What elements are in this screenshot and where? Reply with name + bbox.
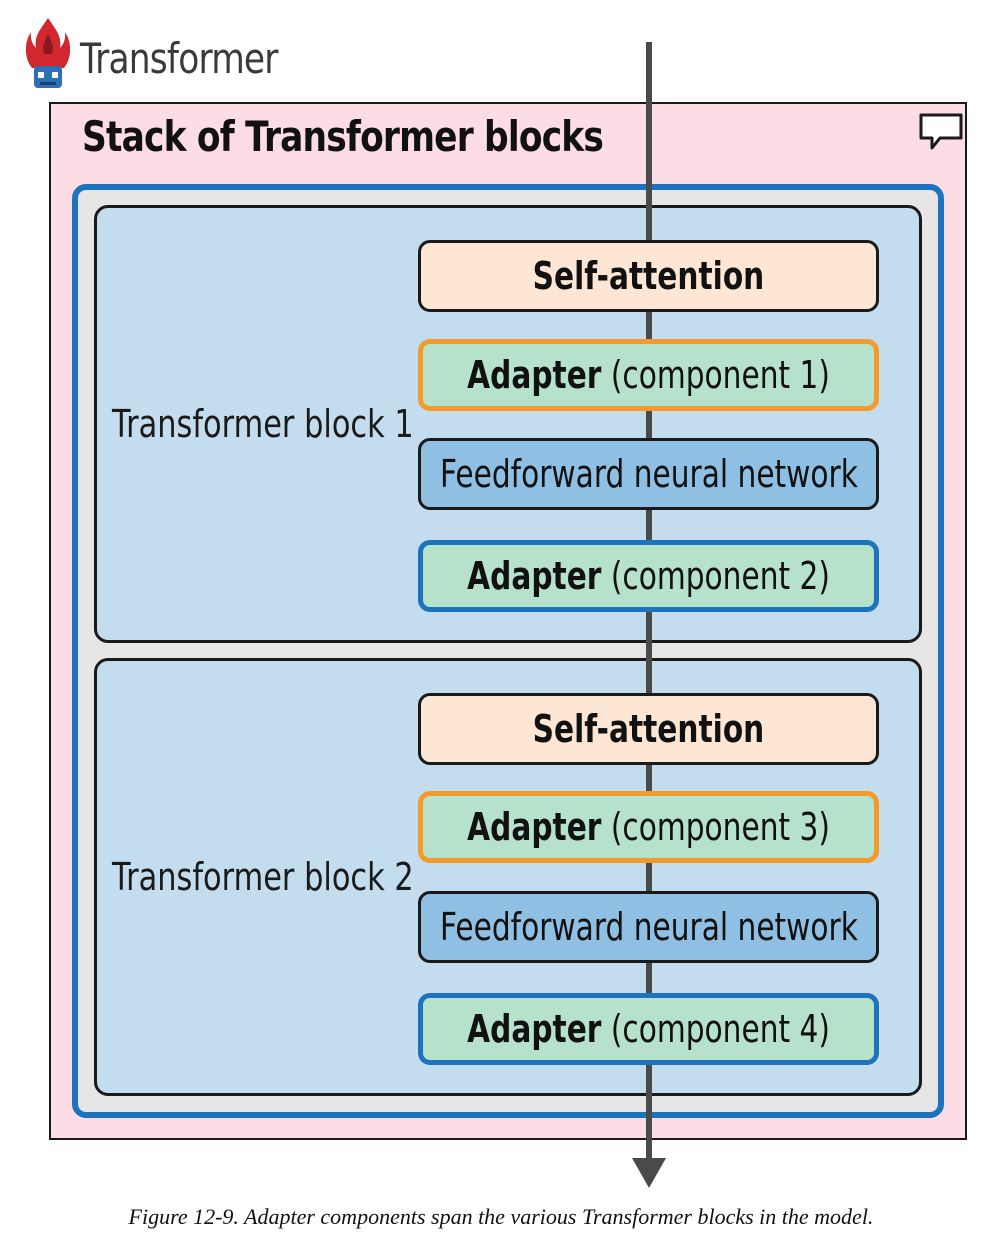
logo: Transformer bbox=[22, 16, 312, 96]
adapter-component-4: Adapter (component 4) bbox=[418, 993, 879, 1065]
arrow-head-icon bbox=[632, 1158, 666, 1188]
adapter-component-1: Adapter (component 1) bbox=[418, 339, 879, 411]
self-attention-layer-1: Self-attention bbox=[418, 240, 879, 312]
feedforward-layer-1: Feedforward neural network bbox=[418, 438, 879, 510]
self-attention-layer-2: Self-attention bbox=[418, 693, 879, 765]
block-2-label: Transformer block 2 bbox=[112, 855, 414, 899]
figure-caption: Figure 12-9. Adapter components span the… bbox=[128, 1204, 874, 1229]
comment-icon bbox=[919, 113, 963, 150]
stack-title: Stack of Transformer blocks bbox=[82, 112, 604, 161]
adapter-component-3: Adapter (component 3) bbox=[418, 791, 879, 863]
block-1-label: Transformer block 1 bbox=[112, 402, 414, 446]
logo-text: Transformer bbox=[80, 34, 278, 83]
feedforward-layer-2: Feedforward neural network bbox=[418, 891, 879, 963]
flame-robot-icon bbox=[25, 18, 71, 88]
adapter-component-2: Adapter (component 2) bbox=[418, 540, 879, 612]
